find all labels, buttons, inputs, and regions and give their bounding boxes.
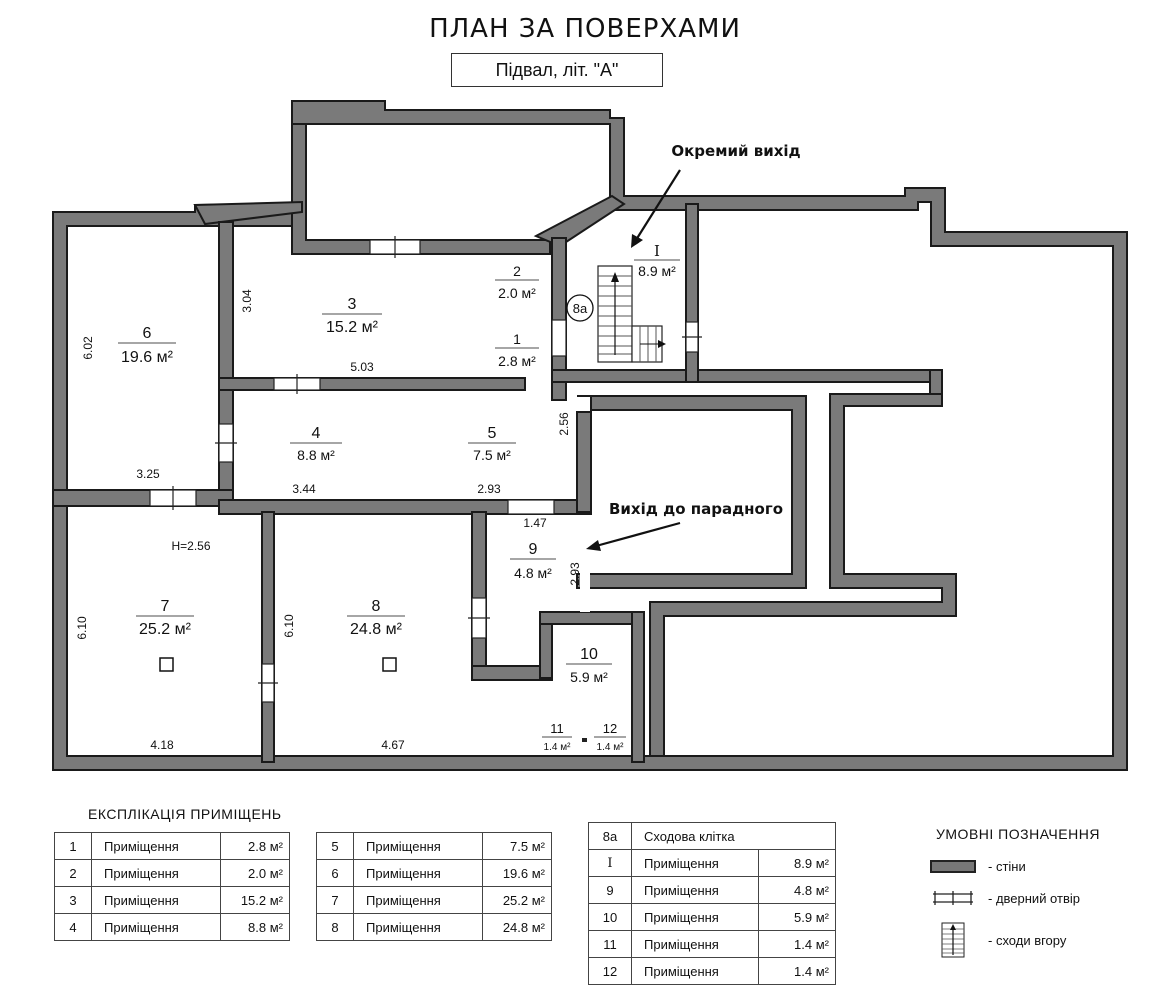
column-marker xyxy=(159,657,174,672)
dimension-label: 6.10 xyxy=(75,616,89,640)
height-label: H=2.56 xyxy=(171,539,210,553)
stairs-icon xyxy=(941,922,965,958)
explication-title: ЕКСПЛІКАЦІЯ ПРИМІЩЕНЬ xyxy=(88,806,282,822)
door xyxy=(551,319,567,357)
room-labels: 6 19.6 м² 3 15.2 м² 2 2.0 м² 1 2.8 м² I … xyxy=(118,242,680,753)
separate-exit-note: Окремий вихід xyxy=(671,142,800,160)
arrow xyxy=(595,521,681,548)
dimension-label: 4.67 xyxy=(381,738,405,752)
dimension-label: 3.44 xyxy=(292,482,316,496)
legend-stairs: - сходи вгору xyxy=(930,922,1066,958)
column-marker xyxy=(382,657,397,672)
room-number: 7 xyxy=(161,598,170,615)
room-number: 1 xyxy=(513,331,521,347)
room-area: 2.0 м² xyxy=(498,285,536,301)
room-area: 4.8 м² xyxy=(514,565,552,581)
room-area: 2.8 м² xyxy=(498,353,536,369)
legend-walls: - стіни xyxy=(930,856,1026,876)
dimension-label: 6.10 xyxy=(282,614,296,638)
arrow xyxy=(635,169,681,241)
legend-label: - сходи вгору xyxy=(988,932,1067,948)
room-area: 1.4 м² xyxy=(544,742,572,753)
legend-label: - дверний отвір xyxy=(988,890,1080,906)
stair-label-circle xyxy=(566,294,594,322)
room-area: 7.5 м² xyxy=(473,447,511,463)
room-number: 3 xyxy=(348,296,357,313)
door xyxy=(507,499,555,515)
room-number: 4 xyxy=(312,425,321,442)
room-number: 6 xyxy=(143,325,152,342)
room-number: 12 xyxy=(603,721,617,736)
legend-label: - стіни xyxy=(988,858,1026,874)
room-number: 8 xyxy=(372,598,381,615)
room-area: 19.6 м² xyxy=(121,349,174,366)
room-number: 11 xyxy=(550,721,564,736)
room-number: 2 xyxy=(513,263,521,279)
room-number: 5 xyxy=(488,425,497,442)
room-area: 1.4 м² xyxy=(597,742,625,753)
door-icon xyxy=(933,891,973,905)
room-number: I xyxy=(654,242,660,260)
dimensions: 6.02 3.04 5.03 3.25 3.44 2.93 2.56 1.47 … xyxy=(75,289,582,752)
dimension-label: 1.47 xyxy=(523,516,547,530)
legend-title: УМОВНІ ПОЗНАЧЕННЯ xyxy=(936,826,1100,842)
dimension-label: 5.03 xyxy=(350,360,374,374)
dimension-label: 2.93 xyxy=(477,482,501,496)
room-area: 5.9 м² xyxy=(570,669,608,685)
doors xyxy=(149,236,702,703)
arrow-head xyxy=(586,540,601,551)
dimension-label: 3.04 xyxy=(240,289,254,313)
room-area: 15.2 м² xyxy=(326,319,379,336)
plan-title: ПЛАН ЗА ПОВЕРХАМИ xyxy=(429,14,741,44)
room-number: 10 xyxy=(580,646,598,663)
stair-label: 8a xyxy=(573,301,588,316)
dimension-label: 2.56 xyxy=(557,412,571,436)
arrow-head xyxy=(631,234,643,248)
legend-door: - дверний отвір xyxy=(930,888,1080,908)
room-area: 8.9 м² xyxy=(638,263,676,279)
dimension-label: 6.02 xyxy=(81,336,95,360)
room-area: 25.2 м² xyxy=(139,621,192,638)
staircase xyxy=(597,265,666,363)
dimension-label: 3.25 xyxy=(136,467,160,481)
dimension-label: 4.18 xyxy=(150,738,174,752)
dimension-label: 2.93 xyxy=(568,562,582,586)
room-area: 8.8 м² xyxy=(297,447,335,463)
room-number: 9 xyxy=(529,541,538,558)
wall-swatch-icon xyxy=(930,859,976,873)
room-area: 24.8 м² xyxy=(350,621,403,638)
plan-subtitle: Підвал, літ. "А" xyxy=(451,53,663,87)
exit-to-entrance-note: Вихід до парадного xyxy=(609,500,783,518)
